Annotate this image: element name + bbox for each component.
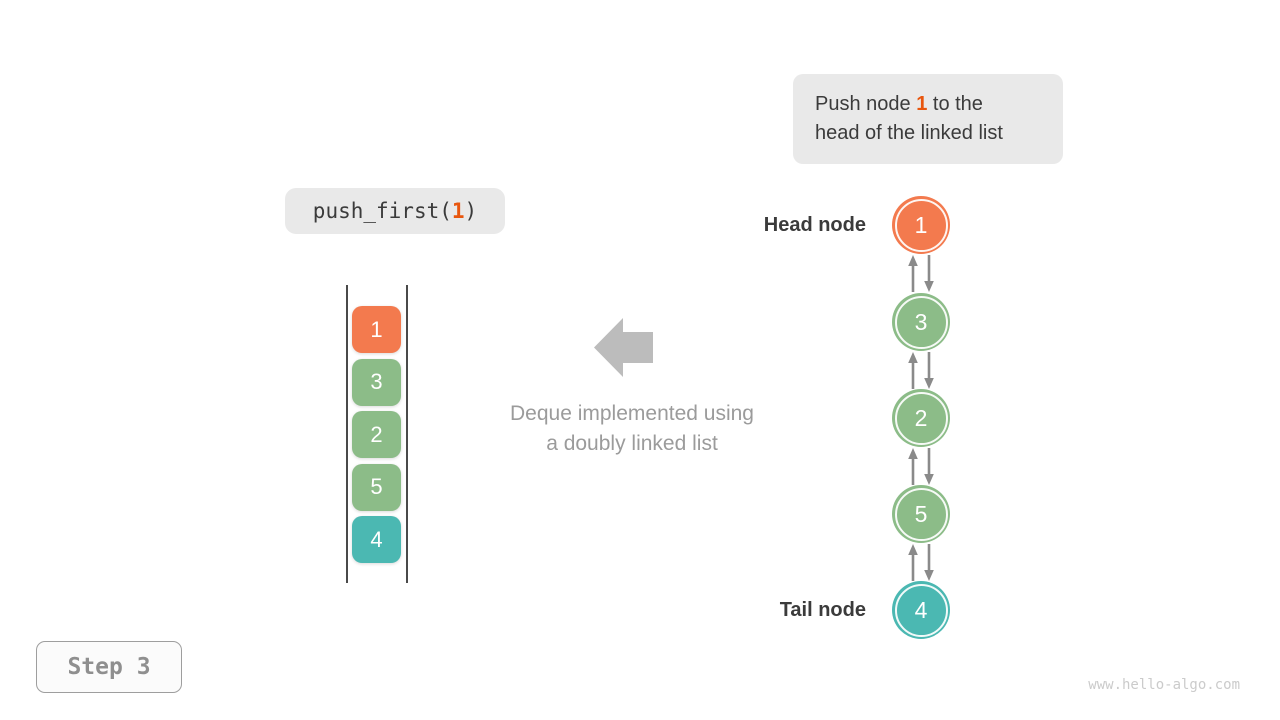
diagram-caption: Deque implemented using a doubly linked … [482,399,782,459]
list-node: 5 [892,485,950,543]
instruction-highlight-value: 1 [916,93,928,115]
doubly-linked-arrows-icon [908,448,934,485]
deque-cell: 5 [352,463,401,511]
list-node: 2 [892,389,950,447]
code-argument: 1 [451,199,465,223]
instruction-suffix: to the head of the linked list [815,93,1003,144]
deque-cell: 2 [352,411,401,458]
step-badge-label: Step 3 [67,654,151,680]
deque-left-wall [346,285,348,583]
left-arrow-icon [594,318,653,377]
list-node: 1 [892,196,950,254]
code-label: push_first(1) [285,188,505,234]
deque-cell: 4 [352,516,401,563]
doubly-linked-arrows-icon [908,255,934,292]
deque-cell: 3 [352,358,401,406]
instruction-callout: Push node 1 to the head of the linked li… [793,74,1063,164]
tail-node-label: Tail node [779,599,866,621]
instruction-text: Push node 1 to the head of the linked li… [815,90,1025,148]
instruction-prefix: Push node [815,93,917,115]
step-badge: Step 3 [36,641,182,693]
doubly-linked-arrows-icon [908,544,934,581]
head-node-label: Head node [763,214,866,236]
code-function-name: push_first( [312,199,452,223]
deque-right-wall [406,285,408,583]
caption-line-1: Deque implemented using [510,402,754,425]
watermark: www.hello-algo.com [1088,677,1240,693]
list-node: 4 [892,581,950,639]
doubly-linked-arrows-icon [908,352,934,389]
code-close-paren: ) [464,199,478,223]
list-node: 3 [892,293,950,351]
deque-cell: 1 [352,306,401,353]
caption-line-2: a doubly linked list [546,432,718,455]
